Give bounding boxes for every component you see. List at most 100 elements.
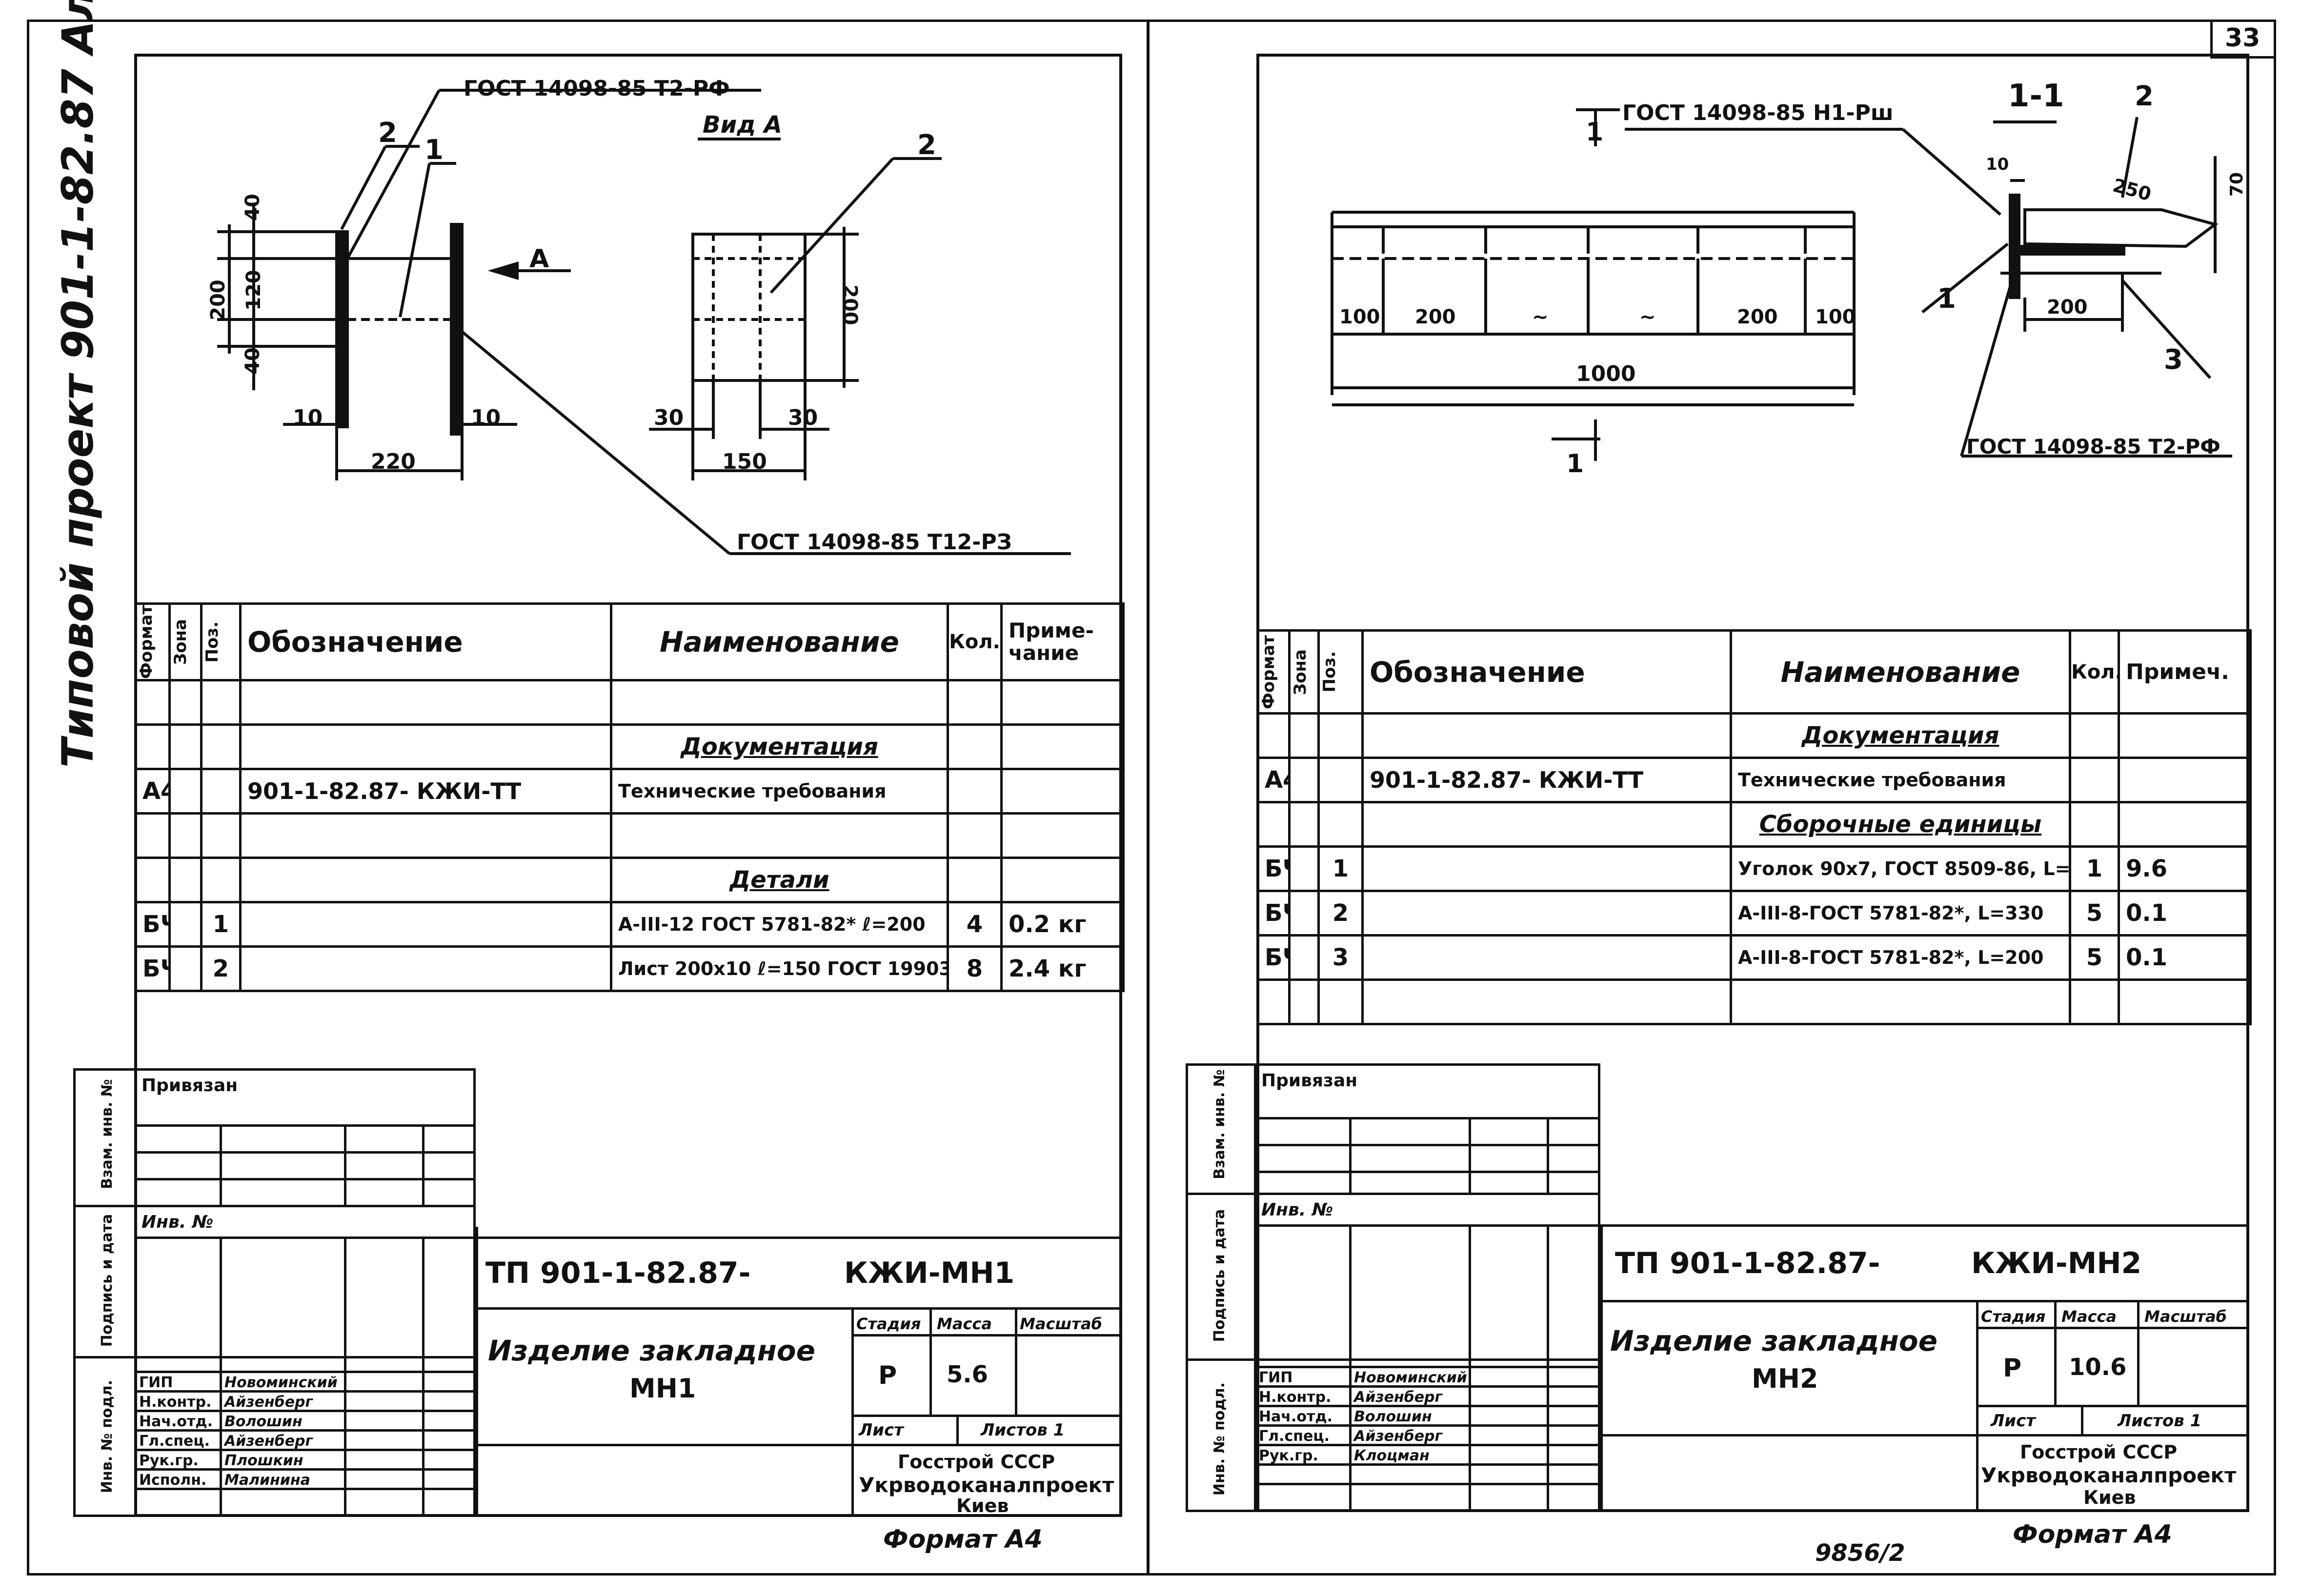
left-cell-note (1000, 723, 1125, 770)
right-callout-3: 3 (2164, 344, 2183, 376)
right-cell-name: Технические требования (1730, 757, 2071, 803)
left-spec-row: БЧ 2 Лист 200х10 ℓ=150 ГОСТ 19903-74*82.4 … (134, 945, 1125, 992)
right-cell-note (2118, 757, 2252, 803)
left-th-note: Приме-чание (1000, 602, 1125, 681)
right-stamp-role: Нач.отд. (1259, 1408, 1332, 1425)
left-sheet-label: Лист (859, 1420, 904, 1440)
left-stamp-person: Волошин (224, 1413, 303, 1430)
right-dim-100a: 100 (1339, 306, 1380, 328)
left-cell-zone (168, 678, 202, 726)
page-number-box (2210, 20, 2276, 59)
right-cell-pos (1317, 978, 1364, 1025)
right-cell-format (1256, 712, 1291, 759)
right-cell-pos (1317, 712, 1364, 759)
left-cell-format: БЧ (134, 945, 171, 992)
right-stamp-person: Айзенберг (1354, 1389, 1443, 1406)
right-cell-format (1256, 801, 1291, 848)
left-cell-qty (947, 856, 1003, 903)
left-cell-qty (947, 812, 1003, 859)
right-cell-name: Сборочные единицы (1730, 801, 2071, 848)
left-arrow-label: А (529, 244, 549, 274)
left-cell-pos: 1 (200, 900, 242, 948)
left-spec-row: Детали (134, 856, 1125, 903)
left-cell-zone (168, 900, 202, 948)
right-stamp-role: Н.контр. (1259, 1389, 1332, 1406)
left-spec-row: Документация (134, 723, 1125, 770)
left-stamp-role: Гл.спец. (139, 1433, 210, 1450)
right-dim-200a: 200 (1415, 306, 1456, 328)
left-cell-designation (239, 723, 612, 770)
left-mass-label: Масса (937, 1315, 992, 1333)
right-cell-designation: 901-1-82.87- КЖИ-ТТ (1361, 757, 1732, 803)
right-cell-qty: 5 (2069, 890, 2120, 937)
left-callout-2b: 2 (917, 129, 936, 161)
right-th-zone: Зона (1288, 629, 1320, 715)
left-cell-name: Документация (610, 723, 949, 770)
left-cell-zone (168, 723, 202, 770)
right-cell-format: БЧ (1256, 845, 1291, 892)
left-dim-10a: 10 (293, 405, 323, 430)
right-th-format: Формат (1256, 629, 1291, 715)
left-cell-note (1000, 678, 1125, 726)
left-stamp-role: Н.контр. (139, 1394, 212, 1411)
left-cell-zone (168, 812, 202, 859)
left-cell-zone (168, 767, 202, 815)
left-org-2: Укрводоканалпроект (859, 1473, 1114, 1497)
right-th-pos: Поз. (1317, 629, 1364, 715)
right-spec-row: БЧ1Уголок 90х7, ГОСТ 8509-86, L=100019.6 (1256, 845, 2252, 892)
left-stamp-person: Айзенберг (224, 1394, 313, 1411)
left-gost-bottom: ГОСТ 14098-85 Т12-РЗ (737, 530, 1012, 555)
left-cell-name (610, 812, 949, 859)
right-cell-zone (1288, 757, 1320, 803)
left-cell-designation (239, 945, 612, 992)
left-cell-format (134, 812, 171, 859)
right-cell-pos: 2 (1317, 890, 1364, 937)
right-cell-name: Уголок 90х7, ГОСТ 8509-86, L=1000 (1730, 845, 2071, 892)
left-stamp-role: Рук.гр. (139, 1452, 199, 1469)
right-th-note: Примеч. (2118, 629, 2252, 715)
right-cell-name (1730, 978, 2071, 1025)
left-cell-pos (200, 767, 242, 815)
left-cell-name: Технические требования (610, 767, 949, 815)
left-cell-format (134, 678, 171, 726)
right-cell-zone (1288, 712, 1320, 759)
right-dim-10: 10 (1986, 155, 2009, 174)
right-cell-note (2118, 712, 2252, 759)
left-cell-pos (200, 678, 242, 726)
left-cell-pos (200, 812, 242, 859)
left-plate-vertical (335, 230, 349, 428)
right-dim-q2: ~ (1639, 306, 1656, 328)
left-cell-pos: 2 (200, 945, 242, 992)
right-dim-70: 70 (2227, 172, 2247, 197)
left-cell-zone (168, 945, 202, 992)
left-cell-name: Лист 200х10 ℓ=150 ГОСТ 19903-74* (610, 945, 949, 992)
left-cell-qty (947, 767, 1003, 815)
left-cell-note: 0.2 кг (1000, 900, 1125, 948)
left-stamp-person: Плошкин (224, 1452, 303, 1469)
right-cell-name: А-III-8-ГОСТ 5781-82*, L=330 (1730, 890, 2071, 937)
page-outline (27, 20, 2276, 1576)
left-cell-qty: 8 (947, 945, 1003, 992)
left-spec-row (134, 678, 1125, 726)
left-cell-format: БЧ (134, 900, 171, 948)
right-dim-100b: 100 (1815, 306, 1856, 328)
right-stamp-role: Рук.гр. (1259, 1447, 1318, 1464)
right-cell-zone (1288, 845, 1320, 892)
right-cell-note (2118, 801, 2252, 848)
right-cell-designation (1361, 712, 1732, 759)
right-sheets-label: Листов 1 (2118, 1411, 2202, 1431)
right-stamp-role: Гл.спец. (1259, 1428, 1330, 1445)
left-cell-note: 2.4 кг (1000, 945, 1125, 992)
left-callout-1: 1 (424, 134, 444, 166)
right-cell-qty (2069, 801, 2120, 848)
right-mass: 10.6 (2069, 1354, 2127, 1381)
left-dim-30b: 30 (788, 405, 818, 430)
right-stamp-left-block (1186, 1063, 1600, 1512)
left-cell-pos (200, 856, 242, 903)
right-sheet-label: Лист (1991, 1411, 2036, 1431)
right-side-label-1: Взам. инв. № (1211, 1069, 1228, 1179)
right-cell-qty (2069, 978, 2120, 1025)
right-cell-name: Документация (1730, 712, 2071, 759)
right-cell-qty: 5 (2069, 934, 2120, 981)
